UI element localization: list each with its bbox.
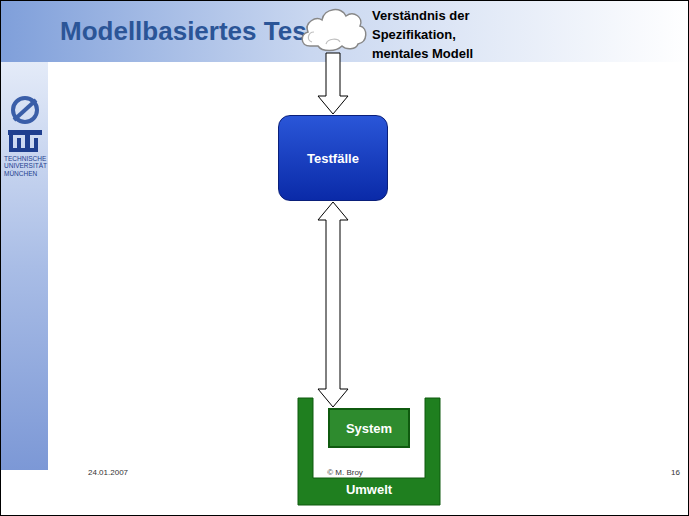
block-arrow <box>318 202 348 407</box>
slide-date: 24.01.2007 <box>88 468 168 477</box>
testcase-box: Testfälle <box>278 115 388 201</box>
page-number: 16 <box>650 468 680 477</box>
cloud-shape <box>298 2 368 52</box>
block-arrow <box>318 53 348 114</box>
university-name: TECHNISCHE UNIVERSITÄT MÜNCHEN <box>4 155 48 177</box>
box-label: System <box>346 421 392 436</box>
side-stripe <box>48 62 51 470</box>
specification-cloud: Verständnis der Spezifikation, mentales … <box>298 2 368 52</box>
frame-label: Umwelt <box>298 482 440 497</box>
environment-frame: SystemUmwelt <box>298 398 440 505</box>
cloud-caption: Verständnis der Spezifikation, mentales … <box>372 6 494 63</box>
box-label: Testfälle <box>307 151 359 166</box>
system-box: System <box>328 408 410 448</box>
header-band <box>0 0 689 62</box>
side-band <box>0 62 48 470</box>
tum-logo <box>8 98 42 152</box>
